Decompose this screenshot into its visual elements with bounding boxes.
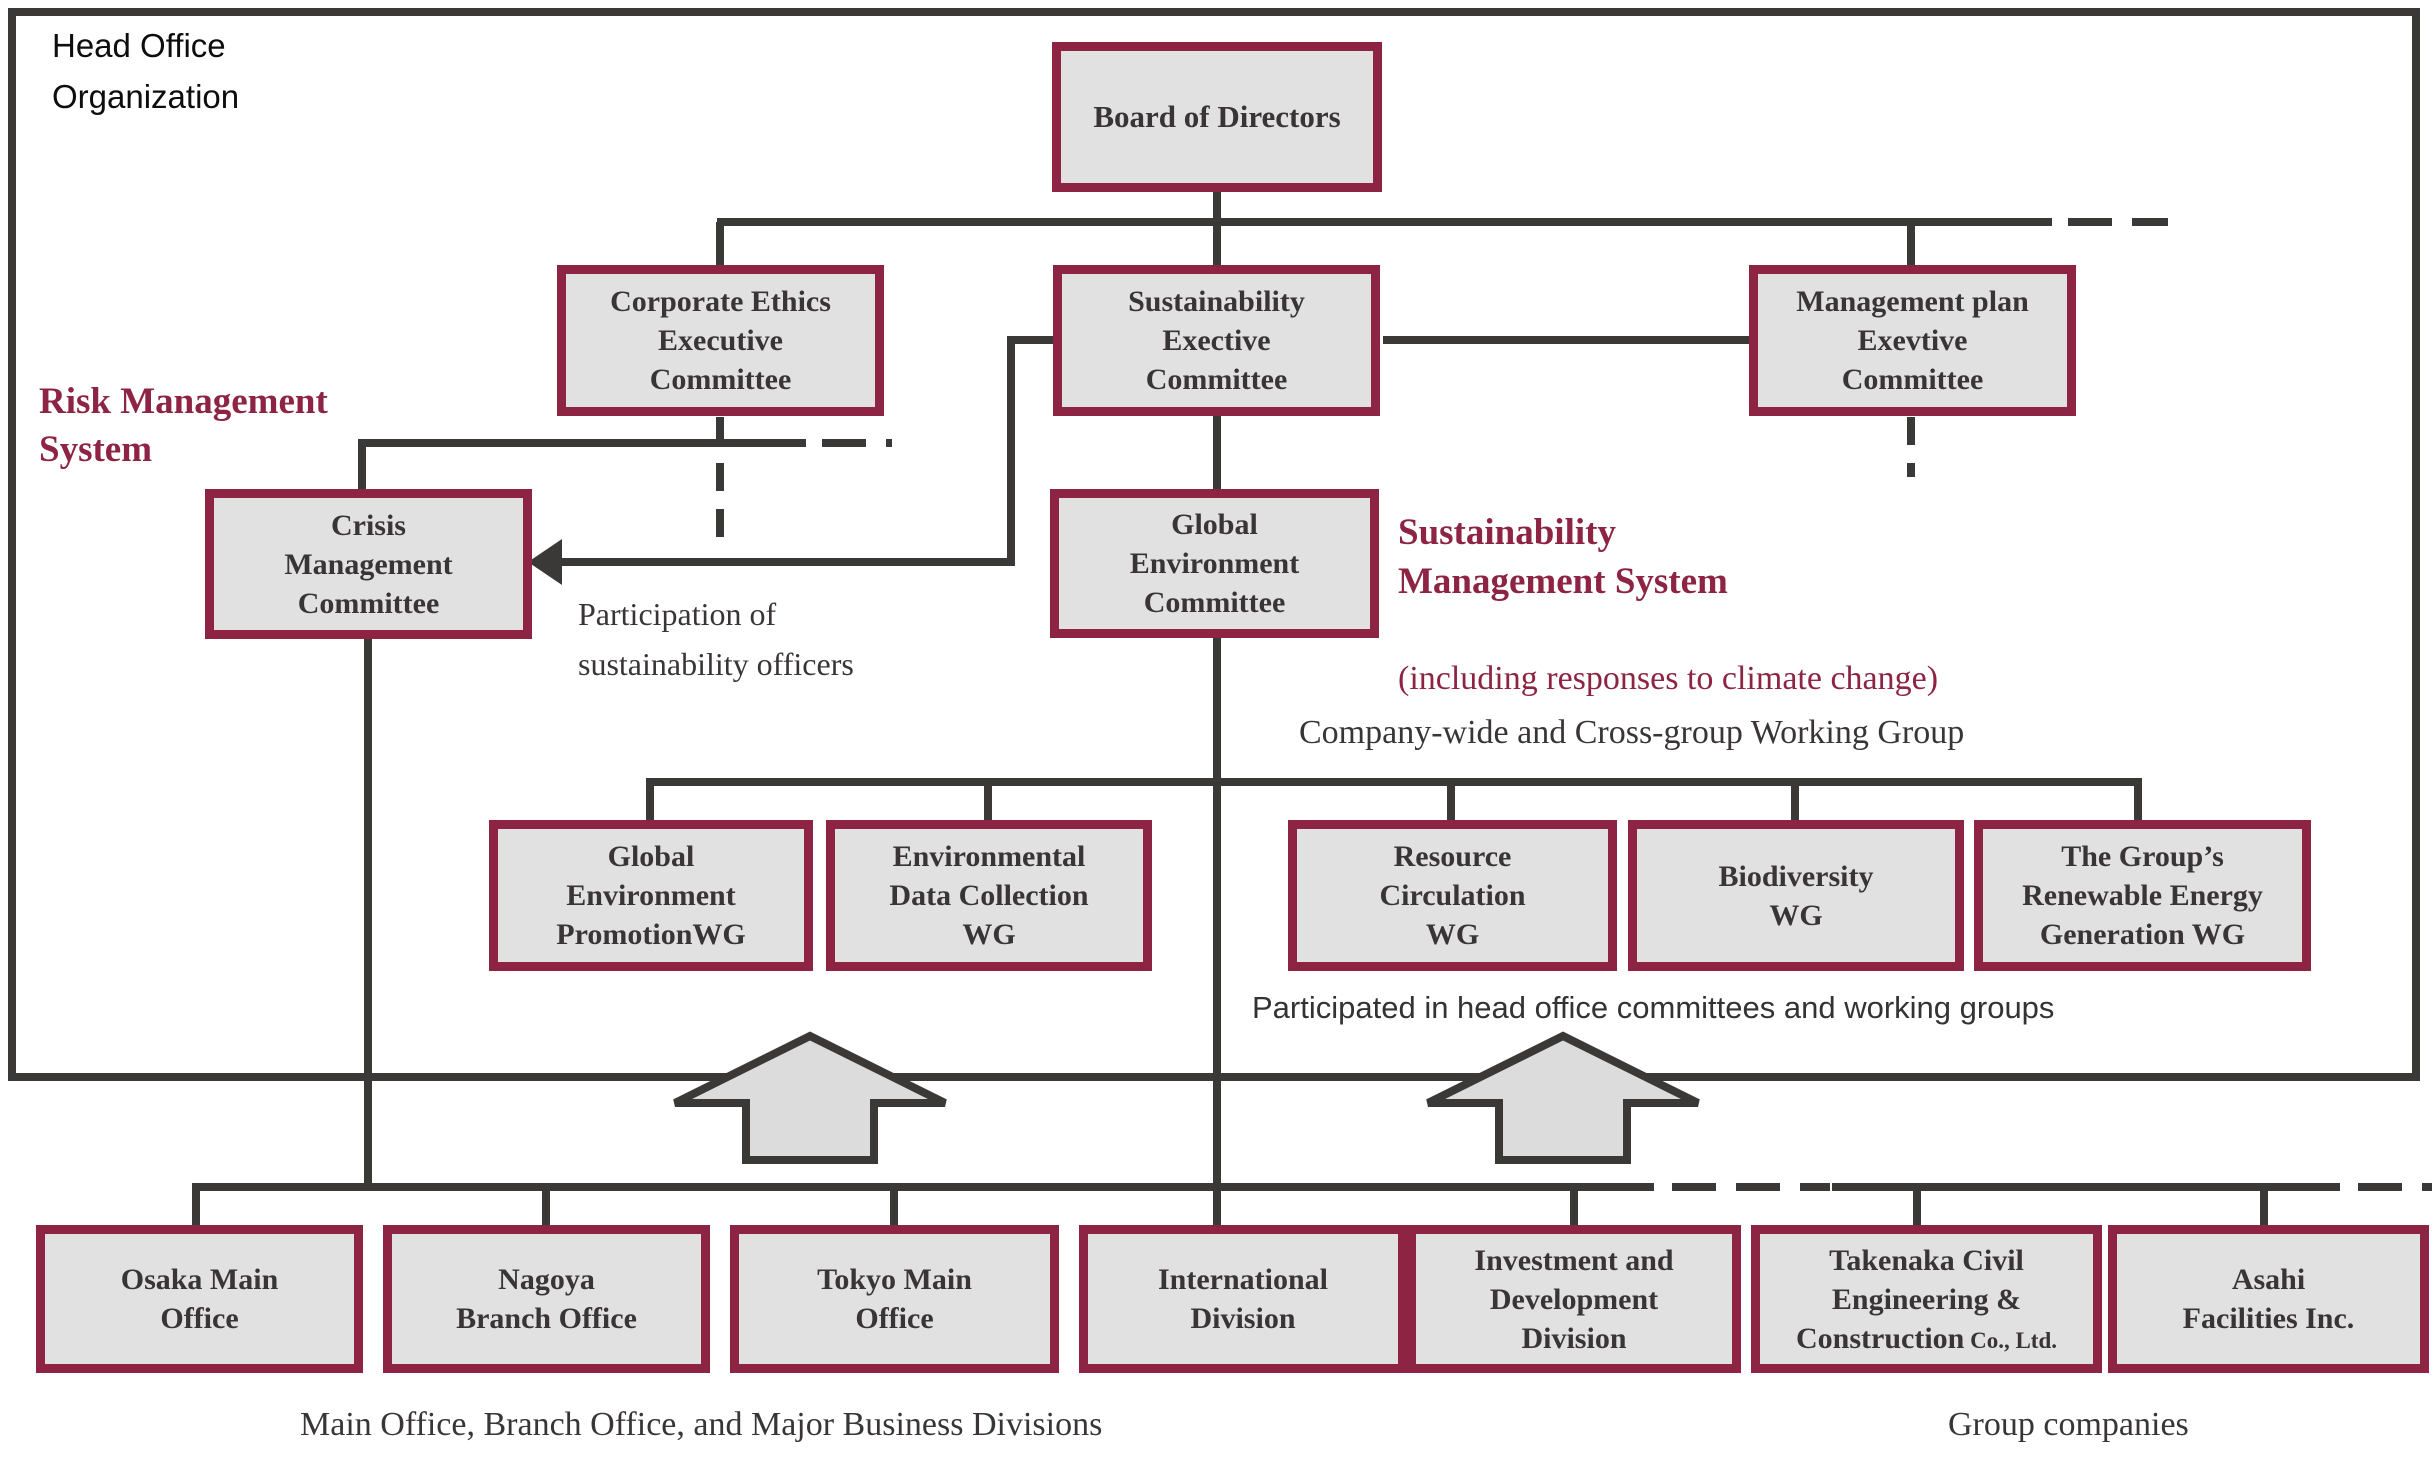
participation-of-sustainability-officers-label: Participation of sustainability officers xyxy=(578,596,854,682)
connector-management-dashed-below xyxy=(1907,417,1915,477)
group-companies-caption: Group companies xyxy=(1948,1406,2189,1443)
company-wide-working-group-label: Company-wide and Cross-group Working Gro… xyxy=(1299,714,1965,751)
box-nagoya-branch-office: Nagoya Branch Office xyxy=(383,1225,710,1373)
main-office-branch-office-caption: Main Office, Branch Office, and Major Bu… xyxy=(300,1406,1103,1443)
connector-bottom-line-left xyxy=(192,1183,1654,1191)
connector-drop-takenaka xyxy=(1913,1187,1921,1229)
connector-drop-nagoya xyxy=(542,1187,550,1229)
participated-in-head-office-label: Participated in head office committees a… xyxy=(1252,990,2055,1025)
connector-sustainability-management xyxy=(1383,336,1749,344)
box-wg-environmental-data-collection: Environmental Data Collection WG xyxy=(826,820,1152,971)
box-global-environment-committee: Global Environment Committee xyxy=(1050,489,1379,638)
connector-drop-osaka xyxy=(192,1187,200,1229)
risk-management-system-label: Risk Management System xyxy=(39,381,328,471)
box-corporate-ethics-committee: Corporate Ethics Executive Committee xyxy=(557,265,884,416)
box-board-of-directors: Board of Directors xyxy=(1052,42,1382,192)
connector-drop-tokyo xyxy=(890,1187,898,1229)
box-wg-renewable-energy-generation: The Group’s Renewable Energy Generation … xyxy=(1974,820,2311,971)
connector-participation-arrow-line xyxy=(560,558,1015,566)
box-international-division: International Division xyxy=(1079,1225,1407,1373)
box-asahi-facilities: Asahi Facilities Inc. xyxy=(2108,1225,2429,1373)
connector-bottom-line-dashed-end xyxy=(2358,1183,2432,1191)
box-sustainability-committee: Sustainability Exective Committee xyxy=(1053,265,1380,416)
connector-crisis-elbow-dashed xyxy=(822,439,892,447)
sustainability-management-system-note: (including responses to climate change) xyxy=(1398,660,1939,698)
box-investment-development-division: Investment and Development Division xyxy=(1407,1225,1741,1373)
box-wg-resource-circulation: Resource Circulation WG xyxy=(1288,820,1617,971)
sustainability-management-system-title: Sustainability Management System xyxy=(1398,511,1728,603)
connector-drop-investment xyxy=(1570,1187,1578,1229)
connector-sustainability-globalenv xyxy=(1213,413,1221,491)
connector-board-stem xyxy=(1213,190,1221,224)
connector-crisis-elbow-horizontal xyxy=(358,439,806,447)
box-tokyo-main-office: Tokyo Main Office xyxy=(730,1225,1059,1373)
sustainability-management-system-label: Sustainability Management System (includ… xyxy=(1398,458,1938,751)
connector-top-main xyxy=(717,218,2052,226)
connector-top-main-dashed xyxy=(2068,218,2168,226)
connector-wg-drop-2 xyxy=(984,782,992,826)
participation-arrowhead-icon xyxy=(528,539,562,585)
connector-crisis-elbow-vertical xyxy=(358,439,366,491)
connector-drop-corporate xyxy=(716,222,724,267)
head-office-organization-title: Head Office Organization xyxy=(52,27,240,116)
box-wg-biodiversity: Biodiversity WG xyxy=(1628,820,1964,971)
connector-drop-asahi xyxy=(2260,1187,2268,1229)
connector-corporate-dashed-below xyxy=(716,417,724,542)
up-arrow-right-icon xyxy=(1426,1031,1700,1164)
connector-working-group-line xyxy=(646,778,2142,786)
connector-drop-management-plan xyxy=(1907,222,1915,267)
connector-sustainability-left-stub xyxy=(1007,336,1057,344)
up-arrow-left-icon xyxy=(673,1031,947,1164)
connector-wg-drop-1 xyxy=(646,782,654,826)
box-takenaka-civil-engineering: Takenaka Civil Engineering & Constructio… xyxy=(1751,1225,2102,1373)
connector-drop-sustainability xyxy=(1213,222,1221,267)
connector-sustainability-left-vertical xyxy=(1007,336,1015,566)
connector-wg-drop-3 xyxy=(1447,782,1455,826)
connector-wg-drop-5 xyxy=(2134,782,2142,826)
box-management-plan-committee: Management plan Exevtive Committee xyxy=(1749,265,2076,416)
connector-bottom-line-dashed-mid xyxy=(1672,1183,1830,1191)
connector-wg-drop-4 xyxy=(1791,782,1799,826)
box-osaka-main-office: Osaka Main Office xyxy=(36,1225,363,1373)
connector-bottom-line-right xyxy=(1832,1183,2340,1191)
box-wg-global-environment-promotion: Global Environment PromotionWG xyxy=(489,820,813,971)
connector-central-vertical xyxy=(1213,633,1221,1227)
connector-crisis-bottom-vertical xyxy=(364,633,372,1189)
box-crisis-management-committee: Crisis Management Committee xyxy=(205,489,532,639)
